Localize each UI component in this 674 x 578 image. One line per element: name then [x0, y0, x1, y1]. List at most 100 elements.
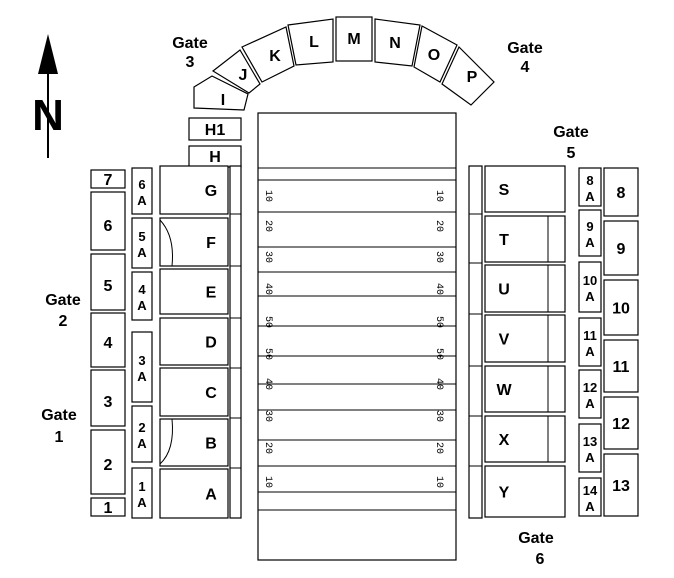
section-label-T: T — [499, 232, 509, 249]
section-C[interactable] — [159, 367, 229, 417]
section-6A[interactable] — [131, 167, 153, 215]
section-S[interactable] — [484, 165, 566, 213]
section-A[interactable] — [159, 468, 229, 519]
section-label-8-outer: 8 — [617, 185, 626, 202]
gate-5-number: 5 — [567, 145, 576, 162]
section-5A[interactable] — [131, 217, 153, 269]
section-13-outer[interactable] — [603, 453, 639, 517]
section-13A[interactable] — [578, 423, 602, 473]
section-label-A: A — [205, 487, 217, 504]
section-label-L: L — [309, 34, 319, 51]
gate-1-number: 1 — [55, 429, 64, 446]
yard-marker: 20 — [262, 442, 273, 454]
section-label-1A-1: A — [137, 495, 147, 510]
yard-marker: 20 — [433, 442, 444, 454]
section-D[interactable] — [159, 317, 229, 366]
section-10-outer[interactable] — [603, 279, 639, 336]
section-label-5: 5 — [104, 278, 113, 295]
section-label-6: 6 — [104, 218, 113, 235]
section-label-1: 1 — [104, 500, 113, 517]
section-label-3: 3 — [104, 394, 113, 411]
section-X[interactable] — [484, 415, 566, 463]
section-W[interactable] — [484, 365, 566, 413]
section-1A[interactable] — [131, 467, 153, 519]
section-label-10A-0: 10 — [583, 273, 597, 288]
section-Y[interactable] — [484, 465, 566, 518]
yard-marker: 50 — [433, 316, 444, 328]
section-label-14A-0: 14 — [583, 483, 598, 498]
section-8-outer[interactable] — [603, 167, 639, 217]
section-B[interactable] — [159, 418, 229, 467]
section-3[interactable] — [90, 369, 126, 427]
section-L[interactable] — [287, 18, 334, 66]
section-E[interactable] — [159, 268, 229, 315]
section-9A[interactable] — [578, 209, 602, 257]
section-8A[interactable] — [578, 167, 602, 207]
gate-2-label: Gate — [45, 292, 81, 309]
section-label-I: I — [221, 92, 225, 109]
section-label-14A-1: A — [585, 499, 595, 514]
section-label-E: E — [206, 285, 217, 302]
section-label-6A-1: A — [137, 193, 147, 208]
north-label: N — [32, 91, 64, 140]
section-K[interactable] — [241, 26, 295, 83]
section-10A[interactable] — [578, 261, 602, 313]
section-9-outer[interactable] — [603, 220, 639, 276]
section-4[interactable] — [90, 312, 126, 368]
section-5[interactable] — [90, 253, 126, 311]
gate-3-label: Gate — [172, 35, 208, 52]
section-label-J: J — [239, 67, 248, 84]
section-4A[interactable] — [131, 271, 153, 321]
section-3A[interactable] — [131, 331, 153, 403]
yard-marker: 30 — [433, 410, 444, 422]
section-2[interactable] — [90, 429, 126, 495]
yard-marker: 10 — [262, 476, 273, 488]
section-label-X: X — [499, 432, 510, 449]
west-outer-sections: 7 6 5 4 3 2 1 — [90, 169, 126, 517]
section-label-11A-1: A — [585, 344, 595, 359]
section-U[interactable] — [484, 264, 566, 313]
section-label-13-outer: 13 — [612, 478, 630, 495]
section-M[interactable] — [335, 16, 373, 62]
yard-marker: 10 — [262, 190, 273, 202]
section-O[interactable] — [413, 25, 458, 83]
section-label-4: 4 — [104, 335, 113, 352]
section-V[interactable] — [484, 314, 566, 363]
section-G[interactable] — [159, 165, 229, 215]
section-6[interactable] — [90, 191, 126, 251]
section-7[interactable] — [90, 169, 126, 189]
section-label-8A-0: 8 — [586, 173, 593, 188]
section-2A[interactable] — [131, 405, 153, 463]
section-label-O: O — [428, 47, 440, 64]
section-label-U: U — [498, 282, 510, 299]
section-N[interactable] — [374, 18, 421, 67]
section-1[interactable] — [90, 497, 126, 517]
section-label-C: C — [205, 385, 217, 402]
section-F[interactable] — [159, 217, 229, 267]
yard-marker: 30 — [262, 410, 273, 422]
section-label-10-outer: 10 — [612, 301, 630, 318]
yard-marker: 10 — [433, 190, 444, 202]
section-label-5A-1: A — [137, 245, 147, 260]
yard-marker: 40 — [433, 378, 444, 390]
section-P[interactable] — [441, 45, 495, 106]
section-11A[interactable] — [578, 317, 602, 367]
section-12A[interactable] — [578, 369, 602, 419]
section-I[interactable] — [193, 75, 249, 111]
section-label-V: V — [499, 332, 510, 349]
section-label-5A-0: 5 — [138, 229, 145, 244]
section-11-outer[interactable] — [603, 339, 639, 393]
section-12-outer[interactable] — [603, 396, 639, 450]
section-T[interactable] — [484, 215, 566, 263]
gate-2-number: 2 — [59, 313, 68, 330]
section-J[interactable] — [211, 49, 261, 94]
section-label-N: N — [389, 35, 401, 52]
section-H1[interactable] — [188, 117, 242, 141]
section-label-B: B — [205, 436, 217, 453]
yard-marker: 40 — [433, 283, 444, 295]
section-14A[interactable] — [578, 477, 602, 517]
